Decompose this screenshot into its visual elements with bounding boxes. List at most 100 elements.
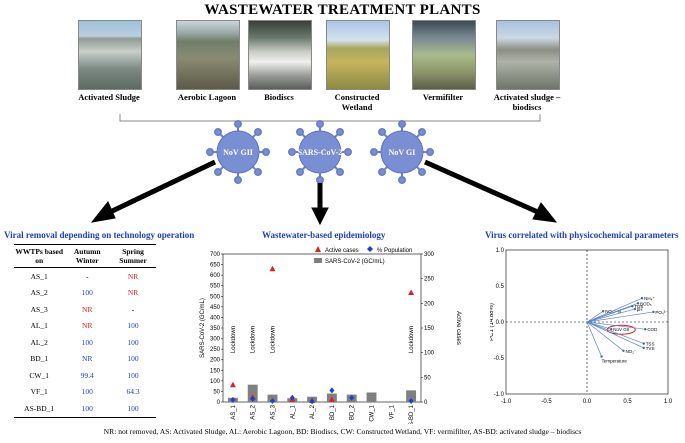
x-tick-label: AS_2 [251,404,257,419]
pca-vector-label: TDS [634,304,643,309]
y-tick-label: 150 [210,368,221,374]
y-tick-label: 700 [210,252,221,258]
table-cell-autumn: 100 [81,337,93,347]
virus-icon-3 [370,120,434,184]
legend-active-label: Active cases [325,248,359,254]
y-axis-label: SARS-CoV-2 (GC/mL) [200,298,206,358]
pca-vector-tip-6 [610,328,613,331]
y-tick-label: 450 [210,305,221,311]
table-cell-spring: 100 [110,400,156,418]
legend-bar-marker [314,258,322,263]
x-tick-label: AS_3 [271,404,277,419]
pca-vector-9 [586,321,644,349]
plant-label-activated-sludge-biodiscs: Activated sludge – biodiscs [493,92,561,112]
table-cell-plant: AS-BD_1 [14,400,65,418]
y-tick-label: 500 [210,294,221,300]
pca-x-tick: -1.0 [501,399,512,405]
y-tick-label: 0 [217,400,221,406]
section-title-epidemiology: Wastewater-based epidemiology [262,230,386,240]
y-tick-label: 400 [210,315,221,321]
table-cell-spring: 64.3 [126,387,140,397]
arrow-right [423,159,558,223]
pca-y-tick: 0.0 [496,320,505,326]
population-point-AS_1 [230,396,236,403]
pca-vector-tip-3 [631,304,634,308]
virus-label-2: SARS-CoV-2 [298,148,343,157]
pca-vector-label: PO₄³⁻ [655,310,668,315]
activated-sludge-biodiscs-photo [496,20,560,90]
y-tick-label: 250 [210,347,221,353]
vermifilter-photo [412,20,476,90]
x-tick-label: AL_2 [310,404,316,419]
pca-vector-label: NO₃⁻-N [605,309,621,314]
constructed-wetland-photo [326,20,390,90]
y2-tick-label: 50 [424,375,431,381]
x-tick-label: VF_1 [389,404,395,419]
pca-vector-tip-5 [652,310,655,314]
pca-x-tick: -0.5 [541,399,552,405]
active-cases-point-AS_3 [269,265,276,272]
x-tick-label: BD_1 [330,404,336,420]
x-tick-label: AS-BD_1 [409,404,415,424]
footnote: NR: not removed, AS: Activated Sludge, A… [103,427,582,436]
pca-vector-0 [586,310,604,323]
x-tick-label: BD_2 [350,404,356,420]
plant-label-biodiscs: Biodiscs [264,92,294,102]
pca-vector-3 [586,305,633,323]
active-cases-point-AS-BD_1 [408,289,415,295]
pca-vector-4 [586,308,635,323]
pca-vector-label: COD [647,327,658,332]
table-header-row: WWTPs based on Autumn Winter Spring Summ… [14,244,156,268]
table-cell-autumn: 100 [81,387,93,397]
table-cell-plant: CW_1 [29,370,49,380]
table-cell-spring: - [131,304,135,314]
activated-sludge-photo [78,20,142,90]
pca-vector-tip-0 [602,310,605,313]
pca-vector-tip-2 [636,302,640,305]
legend-active-marker [315,246,321,252]
y2-tick-label: 300 [424,252,435,258]
pca-vector-label: TVS [646,346,655,351]
section-title-correlation: Virus correlated with physicochemical pa… [485,230,679,240]
lockdown-annotation: Lockdown [231,326,237,353]
x-tick-label: AS_1 [231,404,237,419]
pca-y-tick: 1.0 [496,248,505,254]
population-point-AS-BD_1 [408,397,414,404]
pca-vector-5 [586,311,654,323]
table-cell-spring: 100 [127,370,139,380]
population-point-AL_1 [289,394,295,401]
table-cell-plant: AS_2 [30,288,48,298]
header-spring: Spring Summer [110,244,156,268]
legend-population-label: % Population [377,248,412,254]
active-cases-point-AS_1 [229,381,236,388]
y-tick-label: 300 [210,337,221,343]
y-tick-label: 550 [210,284,221,290]
pca-vector-tip-1 [640,297,644,300]
table-cell-autumn: 100 [64,400,111,418]
lockdown-annotation: Lockdown [251,326,257,353]
table-cell-plant: AL_2 [30,337,48,347]
lockdown-annotation: Lockdown [271,326,277,353]
pca-vector-tip-8 [642,342,645,345]
pca-y-tick: 0.5 [496,284,505,290]
population-point-BD_1 [329,387,335,394]
virus-label-3: NoV GI [389,148,416,157]
y2-tick-label: 200 [424,301,435,307]
table-cell-plant: AS_1 [30,271,48,281]
pca-vector-7 [586,321,646,330]
table-cell-plant: AS_3 [30,304,48,314]
pca-vector-label: BOD₅ [640,301,652,306]
header-autumn: Autumn Winter [64,244,111,268]
table-cell-plant: VF_1 [30,387,48,397]
plant-label-aerobic-lagoon: Aerobic Lagoon [177,92,237,102]
y2-tick-label: 100 [424,351,435,357]
aerobic-lagoon-photo [176,20,240,90]
pca-vector-tip-4 [633,307,636,311]
pca-vector-label: NO₂⁻ [625,349,636,354]
pca-y-tick: -0.5 [494,356,505,362]
y-tick-label: 650 [210,263,221,269]
